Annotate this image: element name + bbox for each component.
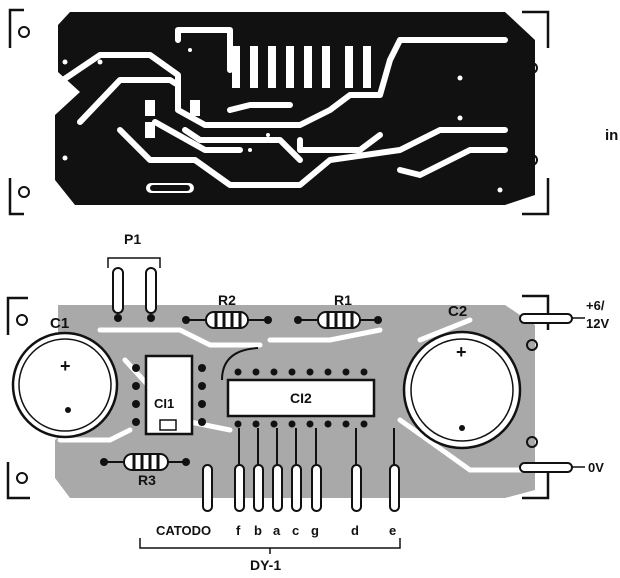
c1-label: C1 [50,315,69,332]
capacitor-c2: + [402,330,522,450]
c2-polarity: + [456,342,467,362]
bottom-corner-marks [6,294,550,500]
c1-polarity: + [60,356,71,376]
r3-label: R3 [138,472,156,488]
pin-label-c: c [292,523,299,538]
supply-label-line2: 12V [586,316,609,331]
display-name: DY-1 [250,557,281,573]
pin-label-a: a [273,523,281,538]
ic-ci1 [132,354,206,436]
ic-ci2 [226,368,376,428]
slot-pad [150,185,190,191]
capacitor-c1: + [11,331,119,439]
display-brace [139,538,401,554]
jumper-wire [221,347,259,381]
ic-pad-gaps [145,46,371,138]
pin-label-b: b [254,523,262,538]
p1-label: P1 [124,231,141,247]
r1-label: R1 [334,292,352,308]
copper-board [55,12,535,205]
top-corner-marks [8,8,550,216]
c2-label: C2 [448,303,467,320]
cathode-label: CATODO [156,523,211,538]
side-text: in [605,127,618,144]
pin-label-d: d [351,523,359,538]
supply-label-line1: +6/ [586,298,605,313]
display-leads [202,428,400,512]
pin-label-e: e [389,523,396,538]
copper-layout [8,8,550,216]
drill-holes [62,48,503,193]
power-lead-ground [519,462,585,473]
mounting-holes-bottom [16,314,538,484]
mounting-holes-top [18,26,538,198]
ci2-label: CI2 [290,390,312,406]
pin-label-g: g [311,523,319,538]
resistor-r3 [100,453,190,471]
pin-label-f: f [236,523,241,538]
ground-label: 0V [588,460,604,475]
component-layout: + C1 + C2 P1 [6,231,609,573]
r2-label: R2 [218,292,236,308]
power-lead-positive [519,313,585,324]
ci1-label: CI1 [154,396,174,411]
resistor-r2 [182,311,272,329]
resistor-r1 [294,311,382,329]
potentiometer-p1 [107,257,161,322]
